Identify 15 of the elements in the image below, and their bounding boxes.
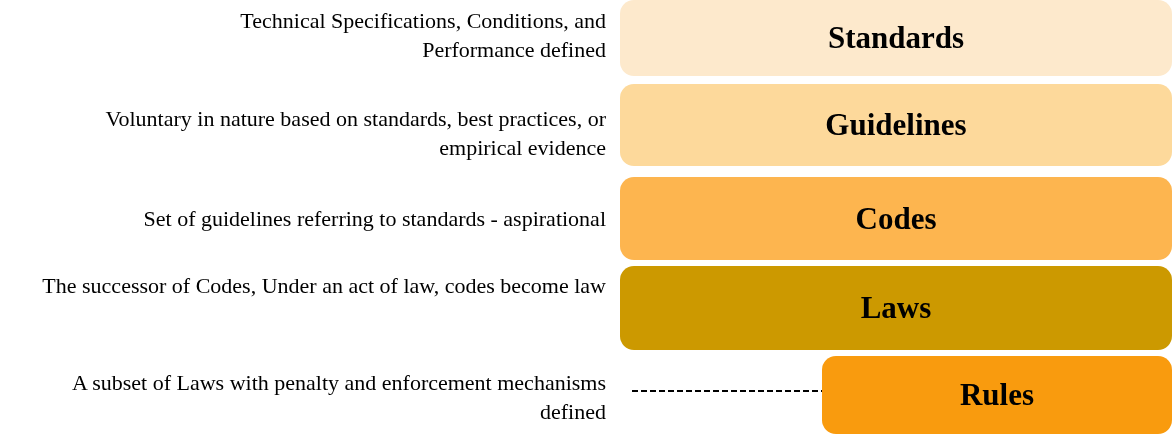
level-band: [822, 356, 1172, 434]
level-title: Laws: [860, 290, 932, 326]
description-text: Voluntary in nature based on standards, best practices, or empirical evidence: [104, 105, 606, 162]
description-text: The successor of Codes, Under an act of law, codes become law: [41, 272, 606, 300]
level-title: Standards: [827, 20, 965, 56]
level-title: Codes: [855, 200, 937, 237]
level-band: [620, 266, 1172, 350]
description-text: A subset of Laws with penalty and enforcement mechanisms defined: [71, 369, 606, 426]
level-band: [620, 84, 1172, 166]
level-band: [620, 0, 1172, 76]
level-band: [620, 177, 1172, 260]
description-text: Set of guidelines referring to standards - aspirational: [142, 205, 606, 233]
description-text: Technical Specifications, Conditions, and Performance defined: [239, 7, 606, 64]
level-title: Rules: [959, 377, 1035, 413]
level-title: Guidelines: [825, 107, 967, 143]
